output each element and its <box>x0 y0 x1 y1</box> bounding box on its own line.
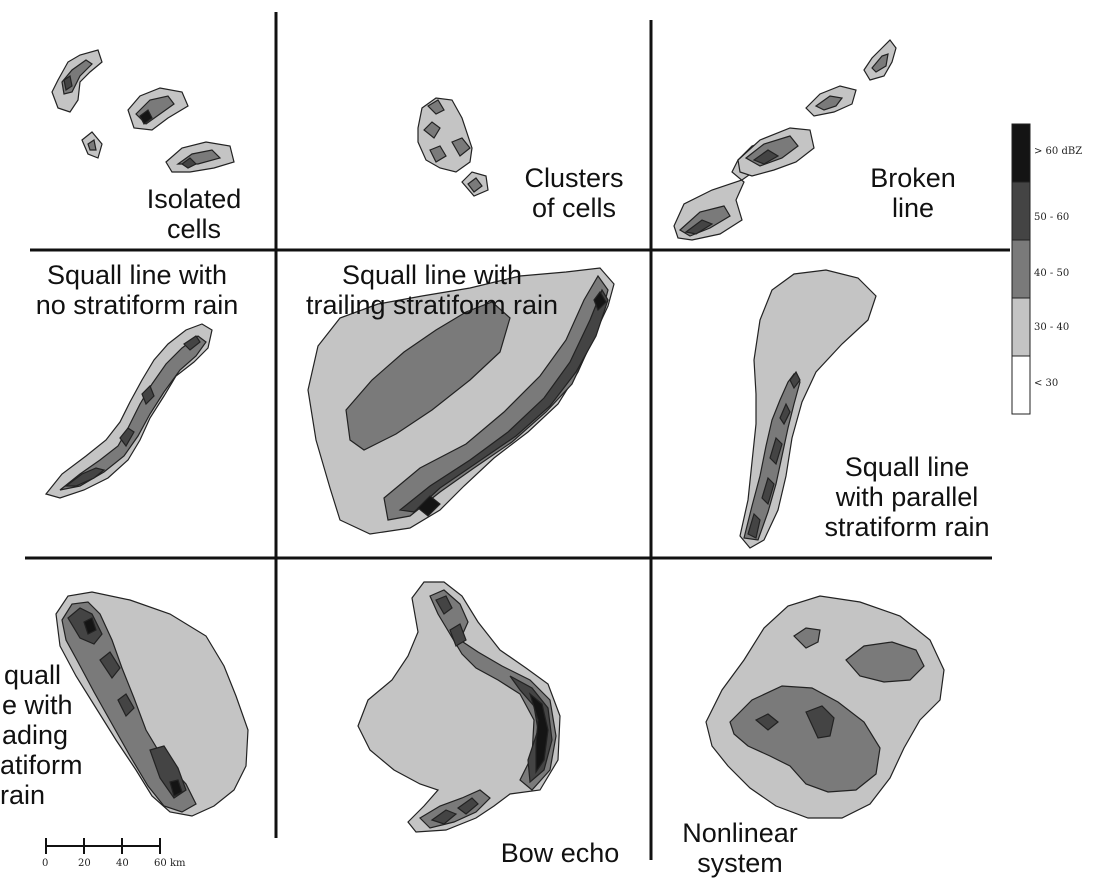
dbz-legend <box>1012 124 1030 414</box>
no-stratiform-echo <box>46 324 212 498</box>
label-bow-echo: Bow echo <box>490 838 630 868</box>
legend-swatch-gt60 <box>1012 124 1030 182</box>
legend-label-gt60: > 60 dBZ <box>1034 146 1082 157</box>
scale-tick-40: 40 <box>116 858 129 869</box>
nonlinear-echo <box>706 596 944 818</box>
scale-bar <box>46 838 160 854</box>
legend-swatch-50-60 <box>1012 182 1030 240</box>
legend-swatch-lt30 <box>1012 356 1030 414</box>
legend-label-40-50: 40 - 50 <box>1034 268 1069 279</box>
legend-label-lt30: < 30 <box>1034 378 1058 389</box>
isolated-cells-echo <box>52 50 234 172</box>
legend-swatch-30-40 <box>1012 298 1030 356</box>
scale-tick-60: 60 <box>154 858 167 869</box>
clusters-echo <box>418 98 488 196</box>
legend-label-30-40: 30 - 40 <box>1034 322 1069 333</box>
legend-swatch-40-50 <box>1012 240 1030 298</box>
scale-tick-0: 0 <box>42 858 48 869</box>
scale-tick-20: 20 <box>78 858 91 869</box>
scale-unit: km <box>170 858 186 869</box>
legend-label-50-60: 50 - 60 <box>1034 212 1069 223</box>
bow-echo-echo <box>358 582 560 832</box>
label-squall-leading-stratiform: quall e with ading atiform rain <box>0 660 90 810</box>
